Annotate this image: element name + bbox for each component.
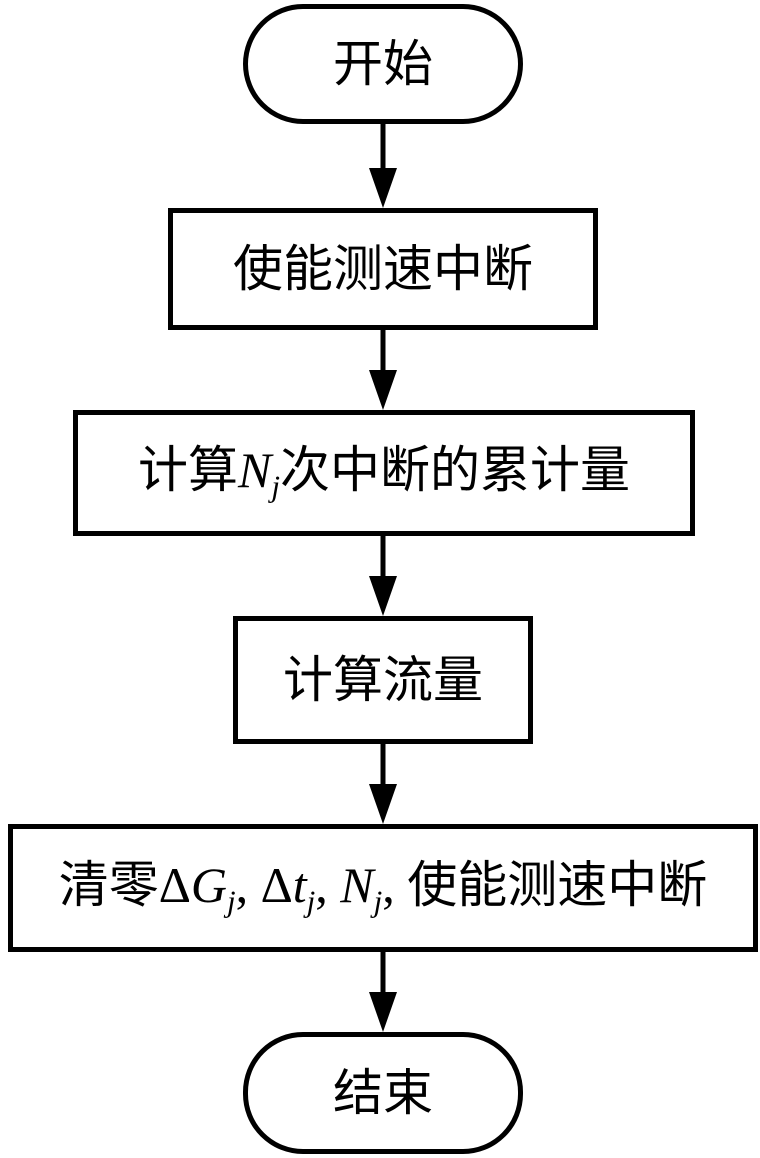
step2-text: 计算Nj次中断的累计量 (138, 445, 630, 501)
step4-sub1: j (226, 883, 236, 919)
step1-label: 使能测速中断 (233, 240, 533, 298)
step3-label: 计算流量 (283, 651, 483, 709)
step4-var3: N (340, 856, 374, 913)
step4-sub2: j (306, 883, 316, 919)
step4-var2: t (292, 856, 307, 913)
start-terminal: 开始 (243, 4, 523, 124)
step4-var1: G (190, 856, 227, 913)
arrowhead-to-step4 (369, 784, 397, 824)
arrowhead-to-step2 (369, 370, 397, 410)
process-enable-interrupt: 使能测速中断 (168, 208, 598, 330)
step4-delta1: Δ (158, 856, 191, 913)
step2-var: N (238, 441, 272, 498)
step4-sub3: j (373, 883, 383, 919)
arrowhead-to-step1 (369, 168, 397, 208)
step2-sub: j (271, 468, 280, 504)
step2-suffix: 次中断的累计量 (279, 440, 630, 499)
step4-sep1: , (235, 856, 261, 913)
end-terminal: 结束 (243, 1032, 523, 1154)
step4-suffix: 使能测速中断 (407, 855, 708, 914)
arrowhead-to-end (369, 992, 397, 1032)
step4-sep3: , (382, 856, 408, 913)
step4-prefix: 清零 (58, 855, 159, 914)
step4-sep2: , (315, 856, 341, 913)
step4-text: 清零ΔGj, Δtj, Nj, 使能测速中断 (59, 860, 708, 916)
step2-prefix: 计算 (138, 440, 238, 499)
end-label: 结束 (333, 1064, 433, 1122)
start-label: 开始 (333, 35, 433, 93)
arrowhead-to-step3 (369, 576, 397, 616)
process-accumulate: 计算Nj次中断的累计量 (73, 410, 695, 536)
process-compute-flow: 计算流量 (233, 616, 533, 744)
process-reset: 清零ΔGj, Δtj, Nj, 使能测速中断 (8, 824, 758, 952)
step4-delta2: Δ (260, 856, 293, 913)
